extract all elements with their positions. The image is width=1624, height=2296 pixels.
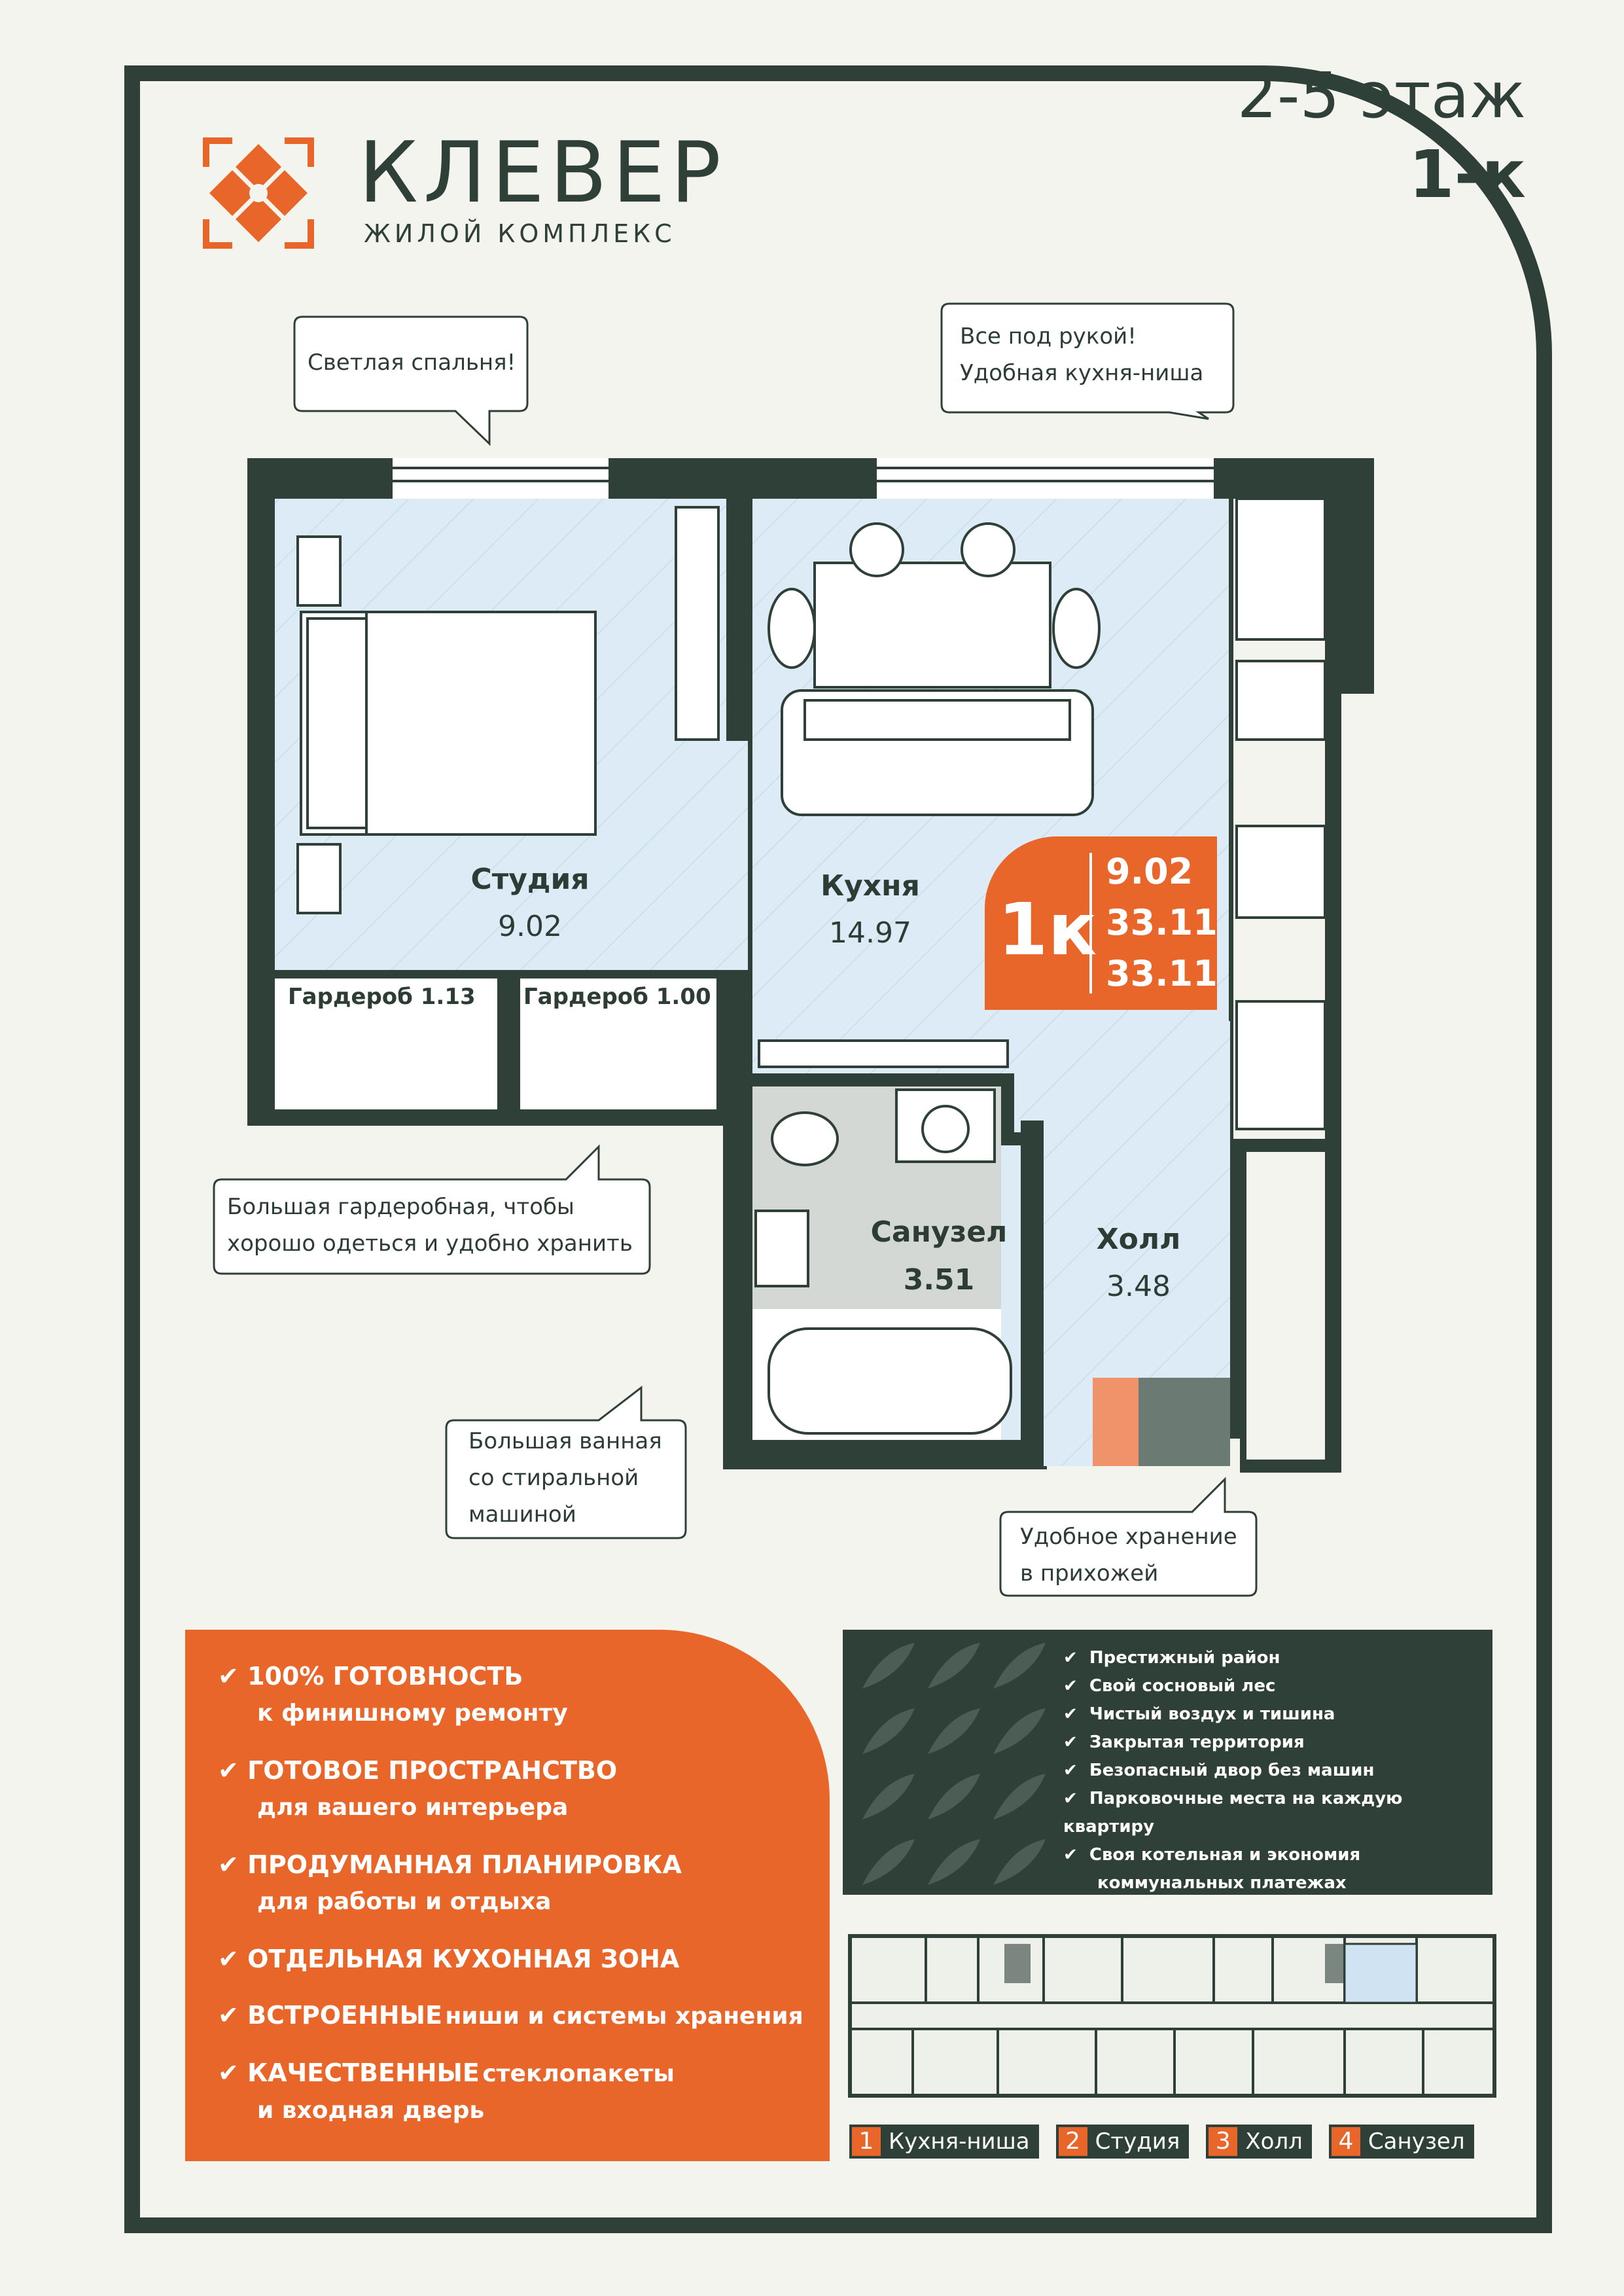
- features-panel: ✔ 100% ГОТОВНОСТЬ к финишному ремонту ✔ …: [185, 1630, 830, 2161]
- callout-text: машиной: [468, 1501, 576, 1528]
- advantage-item: коммунальных платежах: [1097, 1873, 1347, 1893]
- leaf-pattern-icon: [862, 1643, 1046, 1885]
- feature-item: ✔ КАЧЕСТВЕННЫЕ стеклопакеты и входная дв…: [218, 2054, 675, 2129]
- feature-sub: стеклопакеты: [482, 2060, 675, 2087]
- legend-num: 4: [1331, 2127, 1360, 2156]
- callout-text: в прихожей: [1020, 1560, 1159, 1587]
- legend-label: Студия: [1095, 2128, 1180, 2155]
- feature-item: ✔ ГОТОВОЕ ПРОСТРАНСТВО для вашего интерь…: [218, 1751, 617, 1826]
- badge-value: 9.02: [1106, 851, 1193, 892]
- room-wardrobe2-area: 1.00: [656, 984, 711, 1010]
- check-icon: ✔: [218, 2001, 248, 2030]
- callout-bright-bedroom: Светлая спальня!: [293, 315, 529, 446]
- room-wardrobe2-label: Гардероб 1.00: [523, 984, 711, 1010]
- feature-title: КАЧЕСТВЕННЫЕ: [247, 2058, 480, 2087]
- feature-sub: для работы и отдыха: [257, 1888, 552, 1915]
- check-icon: ✔: [218, 1945, 248, 1973]
- room-hall-name: Холл: [1096, 1223, 1181, 1256]
- advantages-list: ✔ Престижный район ✔ Свой сосновый лес ✔…: [1063, 1644, 1492, 1897]
- check-icon: ✔: [1063, 1648, 1089, 1668]
- legend-label: Санузел: [1368, 2128, 1465, 2155]
- check-icon: ✔: [1063, 1789, 1089, 1808]
- callout-text: хорошо одеться и удобно хранить: [227, 1230, 633, 1257]
- advantage-item: ✔ Безопасный двор без машин: [1063, 1761, 1375, 1780]
- badge-divider: [1089, 853, 1092, 994]
- feature-item: ✔ ОТДЕЛЬНАЯ КУХОННАЯ ЗОНА: [218, 1940, 679, 1978]
- feature-sub: ниши и системы хранения: [445, 2003, 803, 2030]
- callout-text: Удобная кухня-ниша: [960, 360, 1204, 386]
- feature-title: ГОТОВОЕ ПРОСТРАНСТВО: [247, 1756, 618, 1785]
- floor-label: 2-5 этаж: [1237, 59, 1526, 132]
- room-wardrobe1-name: Гардероб: [288, 984, 413, 1010]
- check-icon: ✔: [1063, 1732, 1089, 1752]
- advantage-item: ✔ Парковочные места на каждую квартиру: [1063, 1789, 1403, 1837]
- advantage-item: ✔ Престижный район: [1063, 1648, 1280, 1668]
- badge-value: 33.11: [1106, 953, 1218, 994]
- feature-title: ПРОДУМАННАЯ ПЛАНИРОВКА: [247, 1850, 682, 1879]
- feature-sub: к финишному ремонту: [257, 1700, 568, 1727]
- advantage-item: ✔ Чистый воздух и тишина: [1063, 1704, 1335, 1724]
- check-icon: ✔: [218, 1756, 248, 1785]
- legend-item: 2 Студия: [1055, 2125, 1190, 2159]
- callout-kitchen-niche: Все под рукой! Удобная кухня-ниша: [940, 302, 1235, 420]
- legend-item: 3 Холл: [1206, 2125, 1312, 2159]
- legend-num: 2: [1058, 2127, 1087, 2156]
- badge-type: 1к: [998, 888, 1097, 971]
- feature-sub: и входная дверь: [257, 2097, 485, 2124]
- callout-text: Удобное хранение: [1020, 1524, 1237, 1550]
- check-icon: ✔: [1063, 1676, 1089, 1696]
- feature-item: ✔ ВСТРОЕННЫЕ ниши и системы хранения: [218, 1996, 803, 2035]
- feature-item: ✔ 100% ГОТОВНОСТЬ к финишному ремонту: [218, 1657, 568, 1732]
- room-wardrobe2-name: Гардероб: [523, 984, 648, 1010]
- check-icon: ✔: [218, 2058, 248, 2087]
- area-badge: 1к 9.02 33.11 33.11: [985, 836, 1218, 1010]
- feature-sub: для вашего интерьера: [257, 1794, 569, 1821]
- callout-text: Большая ванная: [468, 1428, 662, 1454]
- legend-label: Кухня-ниша: [889, 2128, 1030, 2155]
- check-icon: ✔: [218, 1850, 248, 1879]
- brand-subtitle: ЖИЛОЙ КОМПЛЕКС: [364, 219, 676, 248]
- legend-item: 1 Кухня-ниша: [849, 2125, 1039, 2159]
- callout-hall-storage: Удобное хранение в прихожей: [999, 1477, 1258, 1597]
- callout-bathroom: Большая ванная со стиральной машиной: [445, 1385, 687, 1539]
- check-icon: ✔: [1063, 1845, 1089, 1865]
- callout-wardrobe: Большая гардеробная, чтобы хорошо одетьс…: [213, 1144, 651, 1275]
- clover-logo-icon: [203, 137, 314, 249]
- room-studio-name: Студия: [470, 863, 590, 896]
- callout-text: со стиральной: [468, 1465, 639, 1491]
- room-wardrobe1-area: 1.13: [420, 984, 476, 1010]
- feature-title: ОТДЕЛЬНАЯ КУХОННАЯ ЗОНА: [247, 1945, 680, 1973]
- check-icon: ✔: [218, 1662, 248, 1691]
- room-kitchen-area: 14.97: [829, 916, 911, 950]
- advantage-item: ✔ Закрытая территория: [1063, 1732, 1305, 1752]
- legend-label: Холл: [1245, 2128, 1303, 2155]
- legend-num: 1: [852, 2127, 881, 2156]
- room-bathroom-area: 3.51: [903, 1263, 975, 1297]
- brand-name: КЛЕВЕР: [359, 124, 726, 222]
- callout-text: Светлая спальня!: [308, 350, 516, 376]
- room-studio-area: 9.02: [498, 910, 562, 943]
- room-bathroom-name: Санузел: [870, 1215, 1008, 1249]
- room-wardrobe1-label: Гардероб 1.13: [288, 984, 476, 1010]
- building-floor-plan: [848, 1934, 1496, 2098]
- feature-item: ✔ ПРОДУМАННАЯ ПЛАНИРОВКА для работы и от…: [218, 1846, 682, 1920]
- room-kitchen-name: Кухня: [821, 869, 920, 903]
- room-hall-area: 3.48: [1106, 1270, 1171, 1303]
- feature-title: ВСТРОЕННЫЕ: [247, 2001, 442, 2030]
- legend-num: 3: [1209, 2127, 1238, 2156]
- legend-item: 4 Санузел: [1328, 2125, 1474, 2159]
- feature-title: 100% ГОТОВНОСТЬ: [247, 1662, 523, 1691]
- legend: 1 Кухня-ниша 2 Студия 3 Холл 4 Санузел: [849, 2125, 1474, 2159]
- advantages-panel: ✔ Престижный район ✔ Свой сосновый лес ✔…: [843, 1630, 1492, 1895]
- callout-text: Все под рукой!: [960, 323, 1137, 350]
- badge-value: 33.11: [1106, 902, 1218, 943]
- check-icon: ✔: [1063, 1761, 1089, 1780]
- callout-text: Большая гардеробная, чтобы: [227, 1194, 574, 1220]
- check-icon: ✔: [1063, 1704, 1089, 1724]
- advantage-item: ✔ Своя котельная и экономия: [1063, 1845, 1361, 1865]
- advantage-item: ✔ Свой сосновый лес: [1063, 1676, 1276, 1696]
- apartment-type-label: 1-к: [1409, 136, 1526, 213]
